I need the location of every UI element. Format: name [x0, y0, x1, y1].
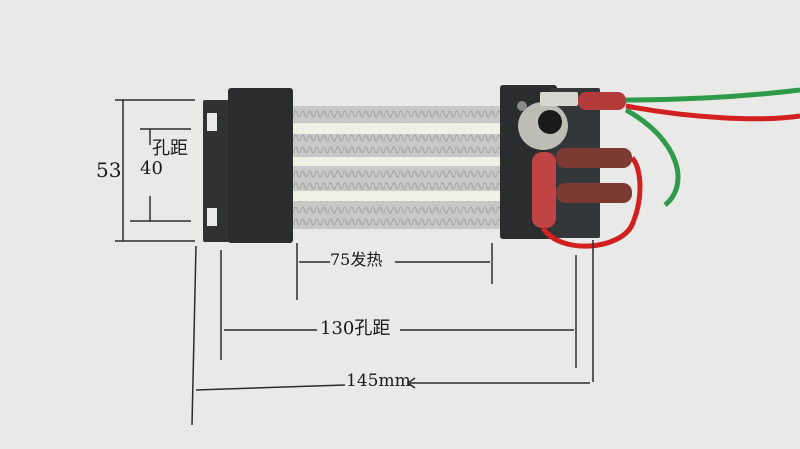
- dimension-line: [191, 245, 197, 426]
- connector-sleeve: [556, 148, 632, 168]
- red-wire: [625, 103, 800, 122]
- green-wire: [624, 107, 681, 207]
- hole-spacing-horizontal-label: 130孔距: [320, 318, 391, 339]
- dimension-line: [195, 384, 346, 391]
- thermostat-cap: [538, 110, 562, 134]
- ceramic-tube: [293, 157, 500, 166]
- left-end-block: [228, 88, 293, 243]
- screw-left: [517, 101, 527, 111]
- heating-length-label: 75发热: [330, 250, 383, 269]
- height-label: 53: [96, 158, 122, 182]
- ceramic-tube: [293, 123, 500, 134]
- green-wire: [625, 87, 800, 103]
- thermostat-terminal: [540, 92, 578, 106]
- hole-spacing-vertical-label: 40: [140, 158, 163, 179]
- arrow-head: [406, 377, 416, 389]
- connector-sleeve: [532, 152, 556, 228]
- hole-spacing-vertical-text: 孔距: [152, 138, 188, 159]
- left-mount-hole-bottom: [207, 208, 217, 226]
- red-wire: [540, 156, 643, 249]
- ceramic-tube: [293, 191, 500, 201]
- connector-sleeve: [578, 92, 626, 110]
- connector-sleeve: [556, 183, 632, 203]
- left-mount-hole-top: [207, 113, 217, 131]
- overall-length-label: 145mm: [346, 371, 411, 391]
- left-mount-plate: [203, 100, 233, 242]
